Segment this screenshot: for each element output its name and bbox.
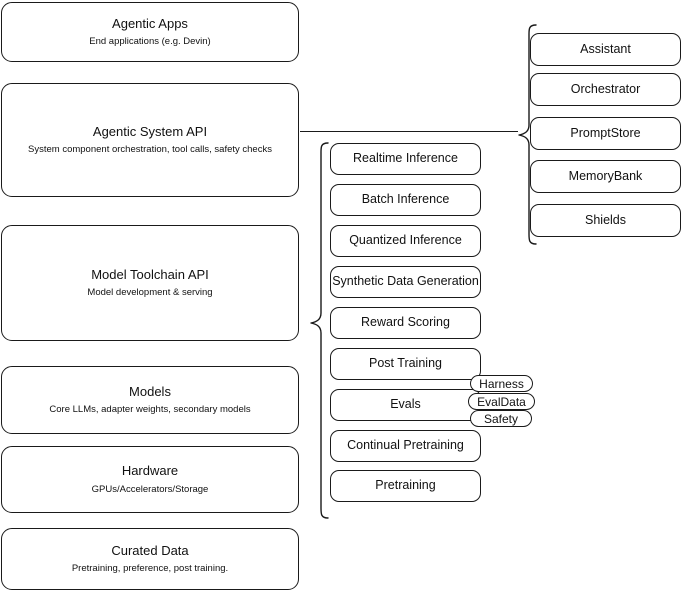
layer-subtitle: End applications (e.g. Devin) <box>89 36 211 48</box>
layer-title: Model Toolchain API <box>91 266 209 282</box>
eval-pill-evaldata[interactable]: EvalData <box>468 393 535 410</box>
component-label: Post Training <box>369 356 442 371</box>
layer-curated-data[interactable]: Curated Data Pretraining, preference, po… <box>1 528 299 590</box>
component-label: Realtime Inference <box>353 151 458 166</box>
eval-pill-label: Harness <box>479 376 524 391</box>
layer-title: Agentic System API <box>92 123 208 139</box>
layer-subtitle: Pretraining, preference, post training. <box>71 563 229 575</box>
eval-pill-safety[interactable]: Safety <box>470 410 532 427</box>
component-evals[interactable]: Evals <box>330 389 481 421</box>
system-component-label: Orchestrator <box>570 81 641 96</box>
system-component-label: Shields <box>585 212 626 227</box>
system-component-promptstore[interactable]: PromptStore <box>530 117 681 150</box>
component-pretraining[interactable]: Pretraining <box>330 470 481 502</box>
system-component-assistant[interactable]: Assistant <box>530 33 681 66</box>
eval-pill-label: Safety <box>483 411 519 426</box>
component-label: Continual Pretraining <box>347 438 464 453</box>
layer-title: Agentic Apps <box>112 15 188 31</box>
component-post-training[interactable]: Post Training <box>330 348 481 380</box>
component-label: Evals <box>390 397 421 412</box>
component-continual-pretraining[interactable]: Continual Pretraining <box>330 430 481 462</box>
component-realtime-inference[interactable]: Realtime Inference <box>330 143 481 175</box>
component-reward-scoring[interactable]: Reward Scoring <box>330 307 481 339</box>
connector-system-api-to-components <box>300 131 518 133</box>
eval-pill-harness[interactable]: Harness <box>470 375 533 392</box>
component-label: Pretraining <box>375 478 436 493</box>
eval-pill-label: EvalData <box>477 394 526 409</box>
toolchain-brace <box>310 142 329 519</box>
system-component-label: PromptStore <box>570 125 641 140</box>
component-label: Quantized Inference <box>349 233 462 248</box>
system-component-shields[interactable]: Shields <box>530 204 681 237</box>
layer-subtitle: GPUs/Accelerators/Storage <box>91 483 209 495</box>
component-label: Synthetic Data Generation <box>332 274 479 289</box>
system-components-brace <box>518 24 537 245</box>
component-quantized-inference[interactable]: Quantized Inference <box>330 225 481 257</box>
layer-model-toolchain-api[interactable]: Model Toolchain API Model development & … <box>1 225 299 341</box>
component-synthetic-data-generation[interactable]: Synthetic Data Generation <box>330 266 481 298</box>
system-component-orchestrator[interactable]: Orchestrator <box>530 73 681 106</box>
component-batch-inference[interactable]: Batch Inference <box>330 184 481 216</box>
system-component-memorybank[interactable]: MemoryBank <box>530 160 681 193</box>
system-component-label: MemoryBank <box>568 168 643 183</box>
layer-hardware[interactable]: Hardware GPUs/Accelerators/Storage <box>1 446 299 513</box>
component-label: Batch Inference <box>361 192 450 207</box>
layer-models[interactable]: Models Core LLMs, adapter weights, secon… <box>1 366 299 434</box>
system-component-label: Assistant <box>580 41 631 56</box>
layer-title: Curated Data <box>111 542 189 558</box>
layer-agentic-apps[interactable]: Agentic Apps End applications (e.g. Devi… <box>1 2 299 62</box>
layer-subtitle: System component orchestration, tool cal… <box>28 144 272 156</box>
component-label: Reward Scoring <box>361 315 450 330</box>
layer-subtitle: Model development & serving <box>87 287 213 299</box>
layer-title: Hardware <box>121 463 179 479</box>
layer-title: Models <box>129 383 171 399</box>
layer-agentic-system-api[interactable]: Agentic System API System component orch… <box>1 83 299 197</box>
layer-subtitle: Core LLMs, adapter weights, secondary mo… <box>49 404 251 416</box>
